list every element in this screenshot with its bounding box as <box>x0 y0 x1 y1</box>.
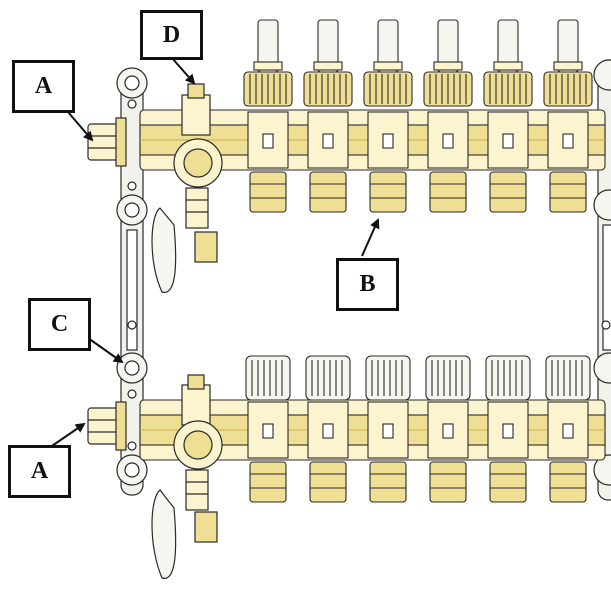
callout-d: D <box>140 10 203 60</box>
flowmeter-icon <box>543 19 593 107</box>
callout-b: B <box>336 258 399 311</box>
right-bracket-icon <box>593 59 611 501</box>
bottom-cap-icon <box>425 355 471 401</box>
top-outlet-fitting <box>307 111 349 213</box>
bottom-outlet-fitting <box>247 401 289 503</box>
callout-c: C <box>28 298 91 351</box>
left-bracket-icon <box>116 67 148 496</box>
arrow-c <box>87 337 124 364</box>
bottom-cap-icon <box>305 355 351 401</box>
flowmeter-row <box>243 19 593 107</box>
bottom-cap-icon <box>245 355 291 401</box>
top-isolation-valve-icon <box>151 83 223 293</box>
callout-a-bottom: A <box>8 445 71 498</box>
top-outlet-fitting <box>367 111 409 213</box>
bottom-outlet-fitting <box>487 401 529 503</box>
bottom-cap-icon <box>485 355 531 401</box>
bottom-outlet-fitting <box>307 401 349 503</box>
top-outlet-fitting <box>547 111 589 213</box>
top-outlet-fitting <box>427 111 469 213</box>
bottom-outlet-fitting <box>367 401 409 503</box>
flowmeter-icon <box>243 19 293 107</box>
bottom-cap-row <box>245 355 591 401</box>
top-outlet-fitting <box>487 111 529 213</box>
bottom-outlet-fitting <box>547 401 589 503</box>
arrow-a-top <box>67 111 94 142</box>
top-outlet-fitting <box>247 111 289 213</box>
flowmeter-icon <box>303 19 353 107</box>
arrow-d <box>171 57 196 85</box>
top-outlet-row <box>247 111 589 213</box>
bottom-inlet-union-icon <box>87 401 127 451</box>
flowmeter-icon <box>363 19 413 107</box>
top-inlet-union-icon <box>87 117 127 167</box>
flowmeter-icon <box>423 19 473 107</box>
bottom-cap-icon <box>545 355 591 401</box>
bottom-isolation-valve-icon <box>151 374 223 579</box>
bottom-outlet-fitting <box>427 401 469 503</box>
flowmeter-icon <box>483 19 533 107</box>
bottom-outlet-row <box>247 401 589 503</box>
arrow-b <box>361 218 380 257</box>
bottom-cap-icon <box>365 355 411 401</box>
callout-a-top: A <box>12 60 75 113</box>
